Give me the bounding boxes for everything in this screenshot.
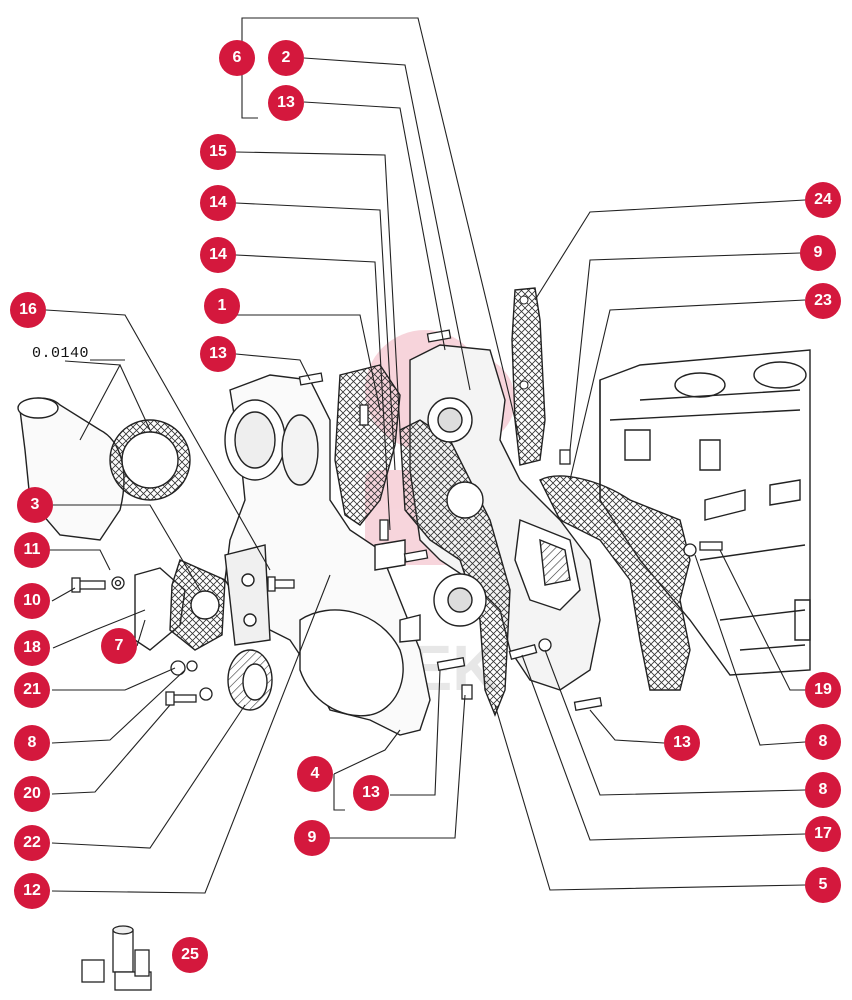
callout-13[interactable]: 13 [353,775,389,811]
callout-11[interactable]: 11 [14,532,50,568]
callout-25[interactable]: 25 [172,937,208,973]
part-code-label: 0.0140 [32,345,90,362]
rear-gasket [539,475,691,691]
fasteners [71,329,723,711]
callout-21[interactable]: 21 [14,672,50,708]
callout-5[interactable]: 5 [805,867,841,903]
callout-17[interactable]: 17 [805,816,841,852]
callout-8[interactable]: 8 [14,725,50,761]
callout-1[interactable]: 1 [204,288,240,324]
callout-13[interactable]: 13 [268,85,304,121]
callout-16[interactable]: 16 [10,292,46,328]
callout-14[interactable]: 14 [200,237,236,273]
callout-4[interactable]: 4 [297,756,333,792]
callout-24[interactable]: 24 [805,182,841,218]
callout-14[interactable]: 14 [200,185,236,221]
callout-23[interactable]: 23 [805,283,841,319]
pump-gasket [109,419,191,501]
callout-20[interactable]: 20 [14,776,50,812]
bracket-plate [511,287,546,466]
callout-19[interactable]: 19 [805,672,841,708]
callout-3[interactable]: 3 [17,487,53,523]
timing-cover-outer [224,374,431,736]
callout-13[interactable]: 13 [664,725,700,761]
leader-lines [45,17,806,894]
callout-18[interactable]: 18 [14,630,50,666]
callout-9[interactable]: 9 [800,235,836,271]
callout-15[interactable]: 15 [200,134,236,170]
callout-8[interactable]: 8 [805,772,841,808]
callout-2[interactable]: 2 [268,40,304,76]
callout-8[interactable]: 8 [805,724,841,760]
callout-13[interactable]: 13 [200,336,236,372]
callout-7[interactable]: 7 [101,628,137,664]
flange-plate [134,559,226,651]
sealant-kit [81,925,152,991]
callout-12[interactable]: 12 [14,873,50,909]
timing-cover-inner [334,344,601,717]
callout-9[interactable]: 9 [294,820,330,856]
callout-10[interactable]: 10 [14,583,50,619]
oil-seal [227,649,273,711]
callout-6[interactable]: 6 [219,40,255,76]
callout-22[interactable]: 22 [14,825,50,861]
